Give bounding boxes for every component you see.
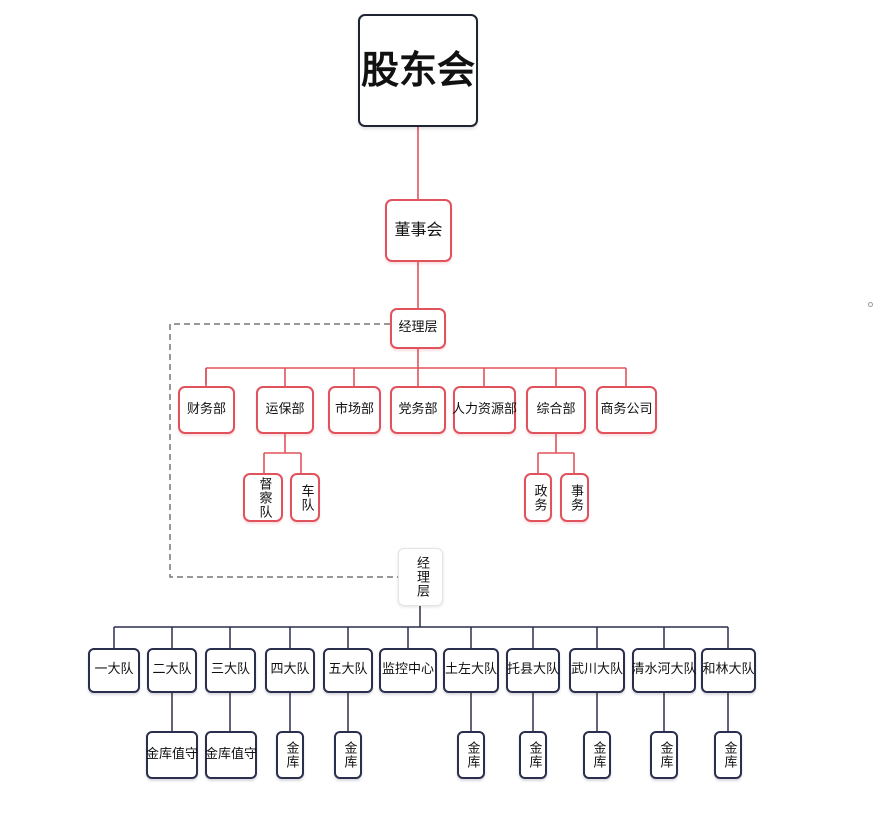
node-team-2: 二大队 [147,648,197,693]
node-shareholders: 股东会 [358,14,478,127]
node-label: 党务部 [398,401,438,417]
node-label: 监控中心 [381,662,434,678]
node-management-upper: 经理层 [390,308,446,349]
node-label: 经理层 [398,320,438,336]
node-team-3: 三大队 [205,648,256,693]
node-vault-team-2: 金库值守 [146,731,198,779]
node-label: 金库 [526,741,542,769]
edge-manager-to-departments [205,349,626,384]
edge-marker-dot [868,302,873,307]
node-dept-yunbao: 运保部 [256,386,314,434]
edge-yunbao-children [263,434,302,473]
node-label: 事务 [567,483,583,512]
node-vault-team-9: 金库 [583,731,611,779]
node-dept-caiwu: 财务部 [178,386,235,434]
node-vault-team-4: 金库 [276,731,304,779]
node-management-lower: 经理层 [398,548,443,606]
node-team-9: 武川大队 [569,648,625,693]
node-label: 金库 [341,741,357,769]
node-label: 运保部 [265,401,305,417]
node-team-7: 土左大队 [443,648,499,693]
node-label: 三大队 [210,662,250,678]
node-label: 托县大队 [507,662,560,678]
node-zhengwu: 政务 [524,473,552,522]
node-team-4: 四大队 [265,648,315,693]
node-label: 车队 [298,483,314,512]
edge-zonghe-children [537,434,575,473]
node-label: 金库 [657,741,673,769]
node-label: 金库 [283,741,299,769]
node-team-5: 五大队 [323,648,373,693]
node-team-6: 监控中心 [379,648,437,693]
node-dept-zonghe: 综合部 [526,386,586,434]
node-label: 土左大队 [445,662,498,678]
node-team-11: 和林大队 [701,648,756,693]
node-duchadui: 督察队 [243,473,283,522]
node-dept-shichang: 市场部 [328,386,381,434]
node-team-8: 托县大队 [506,648,560,693]
node-label: 人力资源部 [452,401,518,417]
node-label: 和林大队 [702,662,755,678]
node-vault-team-11: 金库 [714,731,742,779]
node-vault-team-5: 金库 [334,731,362,779]
node-dept-renli: 人力资源部 [452,386,518,434]
node-label: 武川大队 [571,662,624,678]
node-team-10: 清水河大队 [631,648,697,693]
node-label: 商务公司 [600,401,653,417]
node-label: 股东会 [360,47,475,92]
edge-lower-manager-to-teams [114,606,728,628]
node-label: 清水河大队 [631,662,697,678]
node-dept-dangwu: 党务部 [390,386,446,434]
node-label: 金库值守 [146,746,199,762]
node-vault-team-10: 金库 [650,731,678,779]
node-label: 金库值守 [205,746,258,762]
node-dept-shangwu: 商务公司 [596,386,657,434]
node-label: 综合部 [536,401,576,417]
node-vault-team-3: 金库值守 [205,731,257,779]
node-label: 政务 [531,483,547,512]
node-label: 市场部 [334,401,374,417]
node-vault-team-8: 金库 [519,731,547,779]
node-vault-team-7: 金库 [457,731,485,779]
node-label: 董事会 [394,220,443,240]
node-label: 金库 [590,741,606,769]
node-board: 董事会 [385,199,452,262]
node-label: 一大队 [94,662,134,678]
node-team-1: 一大队 [88,648,140,693]
node-label: 五大队 [328,662,368,678]
node-shiwu: 事务 [560,473,589,522]
node-label: 二大队 [152,662,192,678]
node-label: 金库 [721,741,737,769]
node-label: 财务部 [186,401,226,417]
node-label: 金库 [464,741,480,769]
node-label: 督察队 [256,476,272,519]
node-label: 四大队 [270,662,310,678]
node-chedui: 车队 [290,473,320,522]
edge-dashed-manager-link [169,323,398,578]
node-label: 经理层 [413,556,429,598]
